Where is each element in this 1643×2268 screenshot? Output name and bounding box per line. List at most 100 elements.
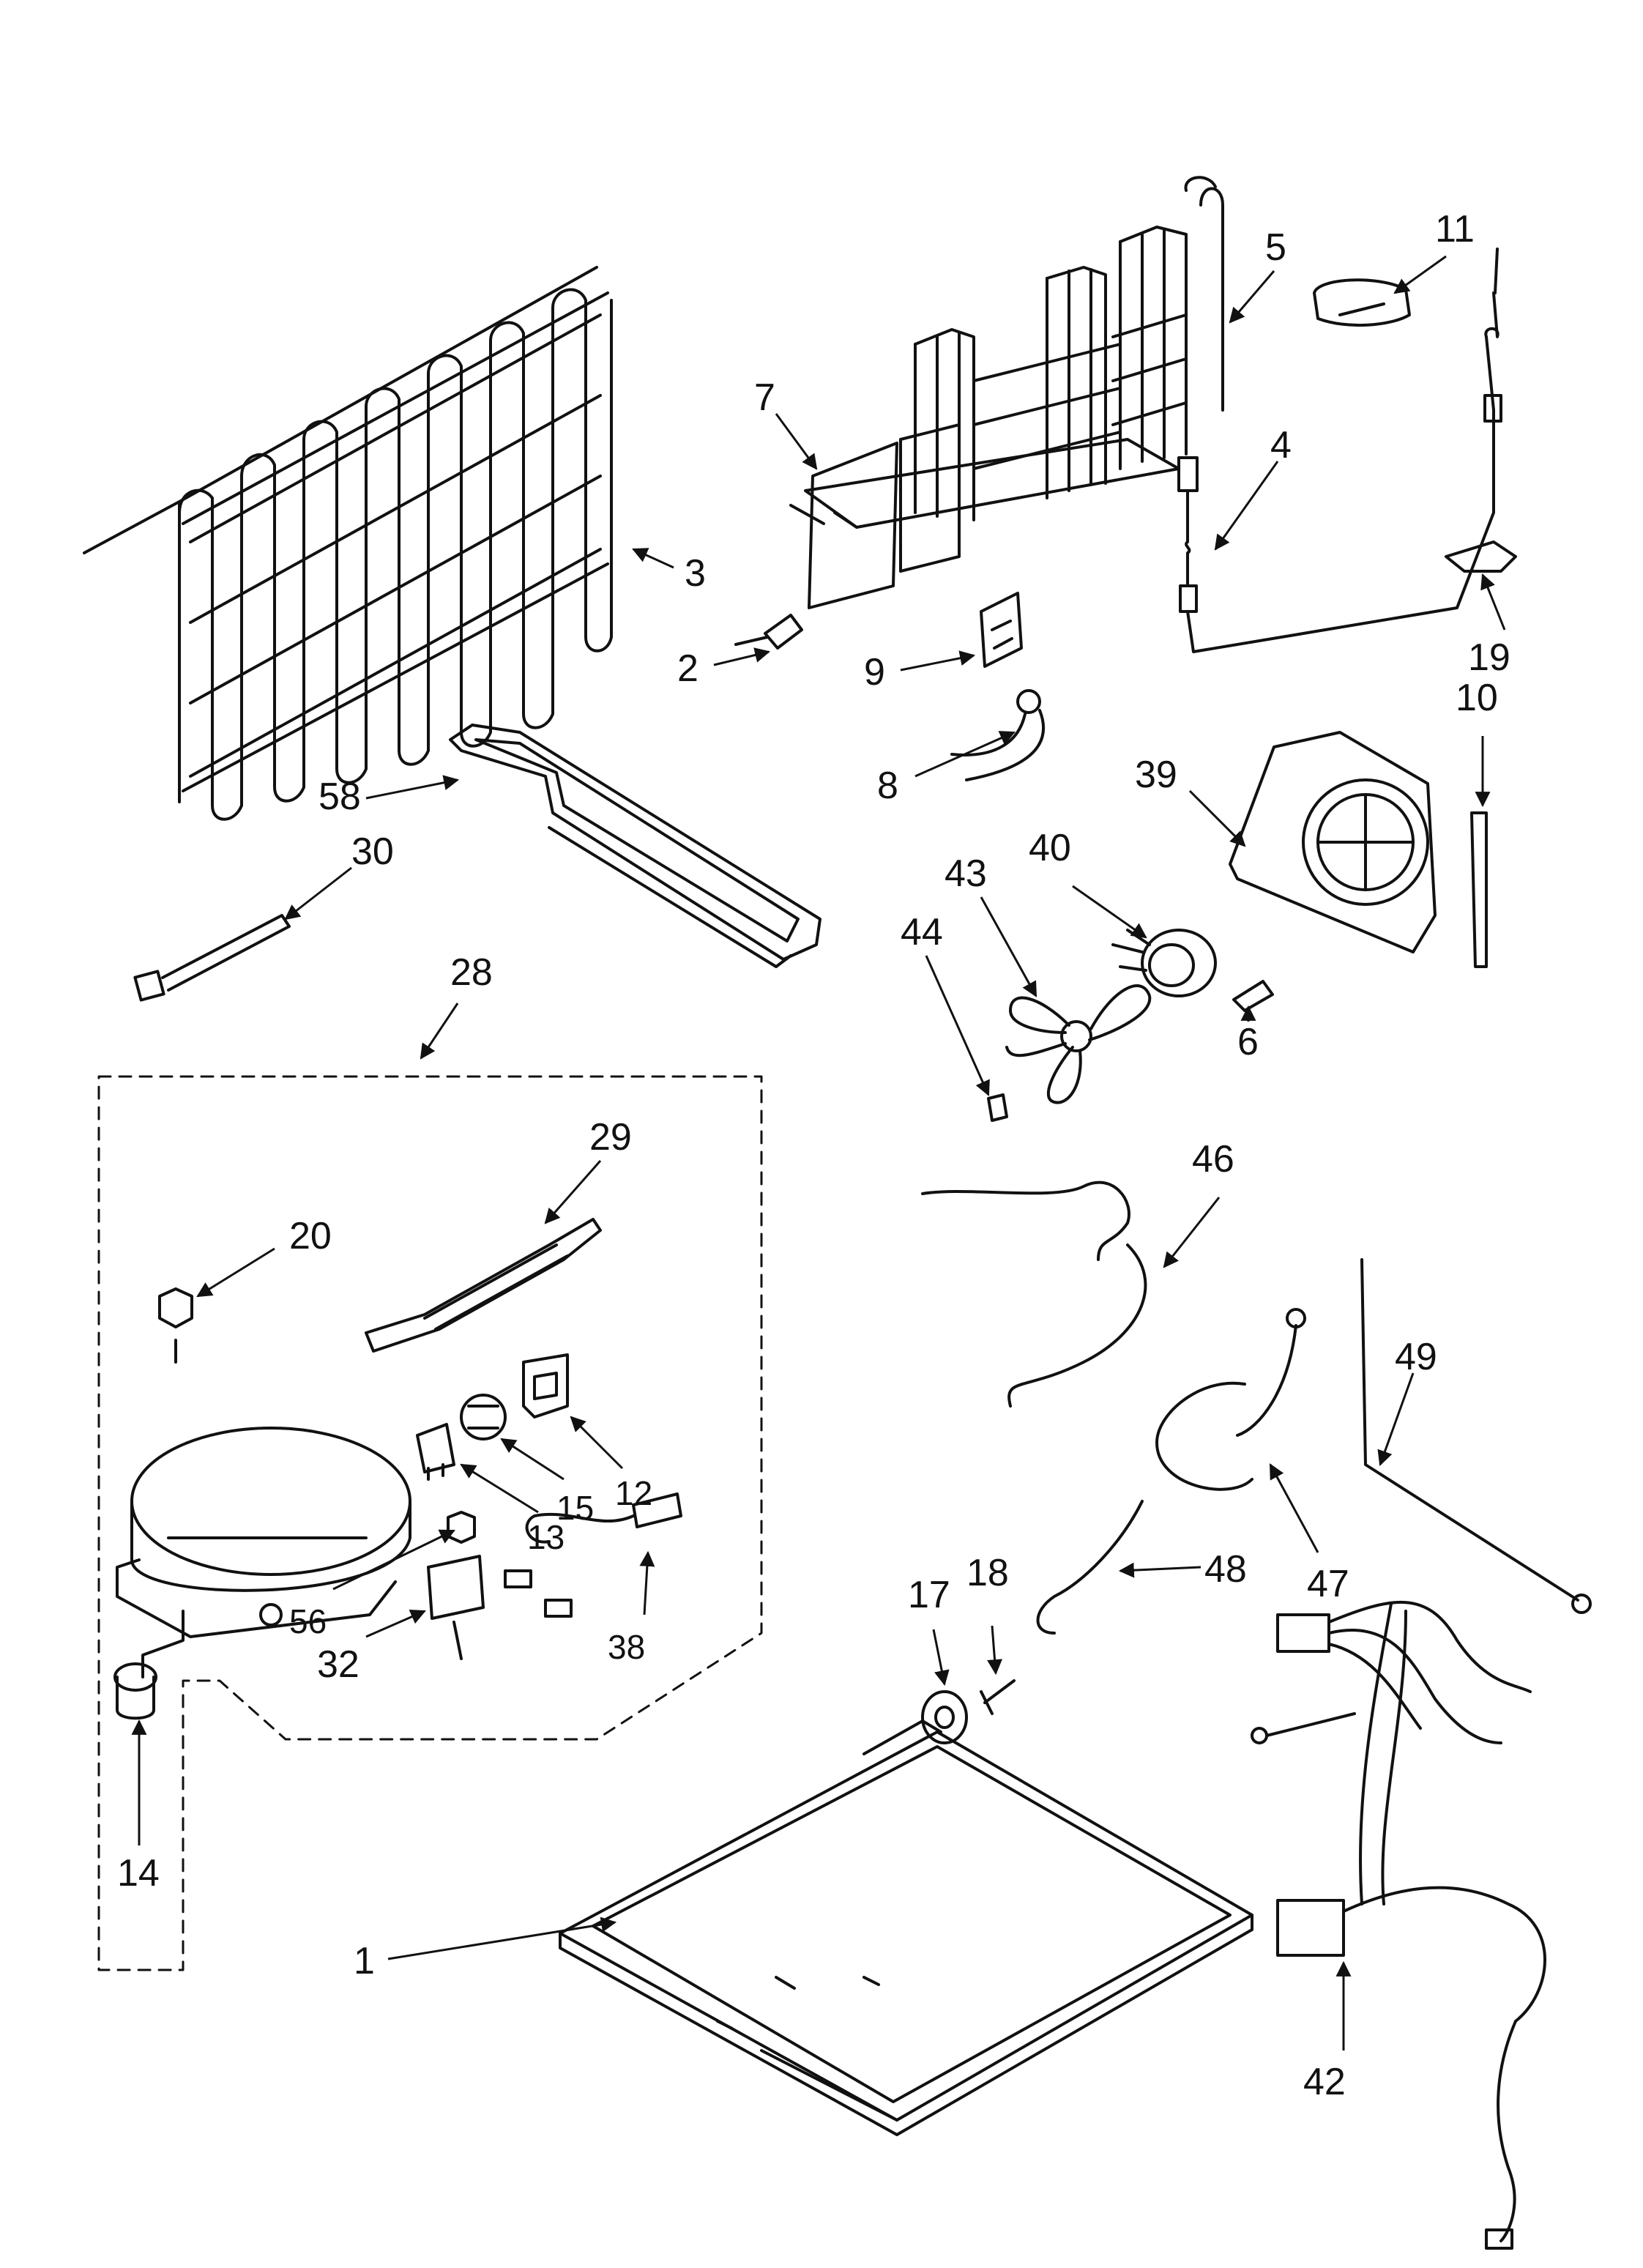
- callout-5: 5: [1265, 226, 1286, 269]
- leader-43: [980, 896, 1037, 997]
- leader-32: [365, 1609, 426, 1638]
- leader-40: [1072, 885, 1147, 939]
- callout-labels: 1 2 3 4 5 6 7 8 9 10 11 12 13 14 15 17 1…: [117, 208, 1510, 2103]
- callout-44: 44: [901, 911, 943, 953]
- callout-8: 8: [877, 765, 898, 807]
- condenser-coil-part: [83, 266, 613, 821]
- leader-38: [639, 1550, 655, 1616]
- callout-28: 28: [450, 951, 493, 994]
- leader-19: [1480, 573, 1506, 631]
- callout-56: 56: [289, 1602, 327, 1640]
- fan-blade-part: [1005, 984, 1152, 1104]
- leader-48: [1118, 1562, 1201, 1578]
- leader-29: [544, 1160, 602, 1224]
- thermostat-harness-part: [1177, 248, 1502, 653]
- foam-plug-part: [1313, 278, 1411, 327]
- callout-58: 58: [318, 776, 361, 818]
- compressor-screw-part: [158, 1287, 193, 1364]
- leader-13: [460, 1463, 539, 1514]
- grommet-part: [113, 1662, 157, 1720]
- leader-56: [332, 1529, 455, 1591]
- callout-39: 39: [1135, 754, 1177, 796]
- fan-motor-part: [1111, 929, 1217, 997]
- retainer-clip-part: [1445, 540, 1517, 573]
- leader-8: [914, 731, 1016, 778]
- callout-40: 40: [1029, 827, 1071, 869]
- tube-47-part: [1155, 1308, 1306, 1491]
- screw-part: [734, 614, 803, 650]
- blade-retainer-part: [987, 1093, 1008, 1122]
- callout-30: 30: [351, 830, 394, 873]
- callout-43: 43: [945, 852, 987, 895]
- callout-14: 14: [117, 1852, 160, 1895]
- compressor-kit-boundary: [97, 1075, 763, 1971]
- clip-part: [980, 592, 1023, 668]
- callout-19: 19: [1468, 636, 1510, 679]
- wiring-harness-part: [1251, 1600, 1546, 2250]
- leader-5: [1229, 270, 1275, 324]
- callout-38: 38: [608, 1628, 645, 1666]
- callout-12: 12: [615, 1474, 652, 1512]
- leader-46: [1163, 1197, 1221, 1268]
- callout-18: 18: [966, 1552, 1009, 1594]
- tube-49-part: [1360, 1258, 1592, 1614]
- drier-part: [365, 1218, 602, 1353]
- drain-trough-part: [449, 724, 822, 968]
- leader-12: [570, 1416, 624, 1470]
- leader-58: [365, 775, 460, 800]
- callout-17: 17: [908, 1574, 950, 1616]
- callout-6: 6: [1237, 1021, 1259, 1063]
- callout-2: 2: [677, 647, 698, 690]
- cover-plate-part: [789, 442, 898, 609]
- leader-7: [775, 413, 818, 470]
- capacitor-part: [427, 1555, 485, 1660]
- leader-18: [987, 1625, 1003, 1676]
- leader-11: [1393, 255, 1447, 294]
- evaporator-part: [804, 176, 1224, 573]
- callout-1: 1: [354, 1940, 375, 1982]
- foot-screw-part: [980, 1679, 1016, 1715]
- callout-49: 49: [1395, 1336, 1437, 1378]
- leader-2: [713, 647, 771, 666]
- callout-11: 11: [1435, 208, 1475, 250]
- callout-10: 10: [1456, 677, 1498, 719]
- fan-shroud-part: [1229, 731, 1437, 953]
- leader-20: [196, 1247, 275, 1298]
- callout-4: 4: [1270, 424, 1292, 466]
- overload-part: [416, 1423, 455, 1481]
- leader-28: [420, 1003, 459, 1060]
- leader-30: [284, 866, 352, 921]
- leader-39: [1188, 789, 1246, 847]
- compressor-cord-part: [504, 1492, 682, 1618]
- leader-49: [1377, 1372, 1415, 1466]
- callout-9: 9: [864, 651, 885, 694]
- heater-part: [950, 689, 1045, 781]
- callout-29: 29: [589, 1116, 632, 1159]
- compressor-part: [116, 1427, 411, 1678]
- callout-7: 7: [754, 376, 775, 419]
- strip-part: [1470, 811, 1488, 968]
- leader-44: [925, 955, 990, 1096]
- tube-46-part: [921, 1181, 1147, 1408]
- tube-48-part: [1036, 1500, 1144, 1635]
- leader-4: [1214, 461, 1279, 551]
- callout-48: 48: [1204, 1548, 1247, 1591]
- callout-42: 42: [1303, 2061, 1346, 2103]
- leader-lines: [131, 255, 1506, 2051]
- callout-32: 32: [317, 1643, 359, 1686]
- callout-47: 47: [1307, 1563, 1349, 1605]
- cable-tie-part: [133, 914, 291, 1002]
- leader-9: [900, 650, 976, 672]
- callout-20: 20: [289, 1215, 332, 1257]
- leader-3: [632, 548, 674, 569]
- relay-cover-part: [522, 1353, 569, 1419]
- bracket-screw-part: [447, 1511, 476, 1544]
- leader-47: [1269, 1463, 1319, 1553]
- relay-part: [460, 1394, 507, 1440]
- motor-screw-part: [1232, 980, 1274, 1012]
- leader-17: [932, 1629, 950, 1687]
- callout-13: 13: [527, 1518, 565, 1556]
- foot-part: [921, 1690, 968, 1744]
- callout-15: 15: [556, 1489, 594, 1527]
